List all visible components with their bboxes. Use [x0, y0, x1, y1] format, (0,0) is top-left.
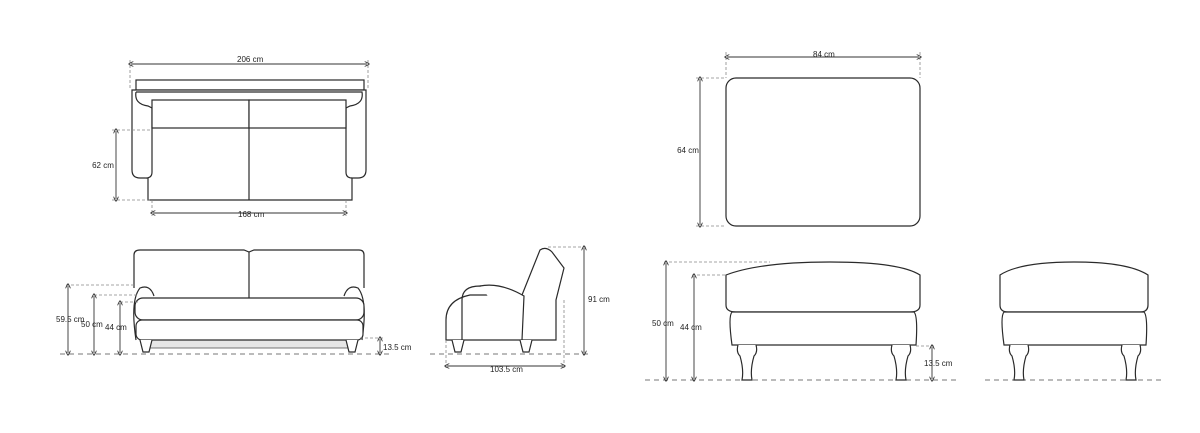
sofa-seat-width-label: 168 cm	[238, 210, 265, 219]
sofa-width-label: 206 cm	[237, 55, 264, 64]
sofa-back-height-label: 59.5 cm	[56, 315, 85, 324]
sofa-arm-height-label: 50 cm	[81, 320, 103, 329]
sofa-leg-height-label: 13.5 cm	[383, 343, 412, 352]
footstool-depth-label: 64 cm	[677, 146, 699, 155]
footstool-width-label: 84 cm	[813, 50, 835, 59]
sofa-side-depth-label: 103.5 cm	[490, 365, 523, 374]
footstool-front-view: 50 cm 44 cm 13.5 cm	[645, 262, 960, 380]
footstool-top-view: 84 cm 64 cm	[677, 50, 920, 226]
sofa-side-view: 91 cm 103.5 cm	[430, 247, 610, 374]
sofa-side-height-label: 91 cm	[588, 295, 610, 304]
sofa-top-view: 206 cm 62 cm 168 cm	[92, 55, 368, 219]
footstool-total-height-label: 50 cm	[652, 319, 674, 328]
footstool-side-view	[985, 261, 1165, 381]
footstool-seat-height-label: 44 cm	[680, 323, 702, 332]
sofa-front-view: 59.5 cm 50 cm 44 cm 13.5 cm	[56, 249, 412, 354]
sofa-depth-label: 62 cm	[92, 161, 114, 170]
footstool-leg-height-label: 13.5 cm	[924, 359, 953, 368]
sofa-seat-height-label: 44 cm	[105, 323, 127, 332]
